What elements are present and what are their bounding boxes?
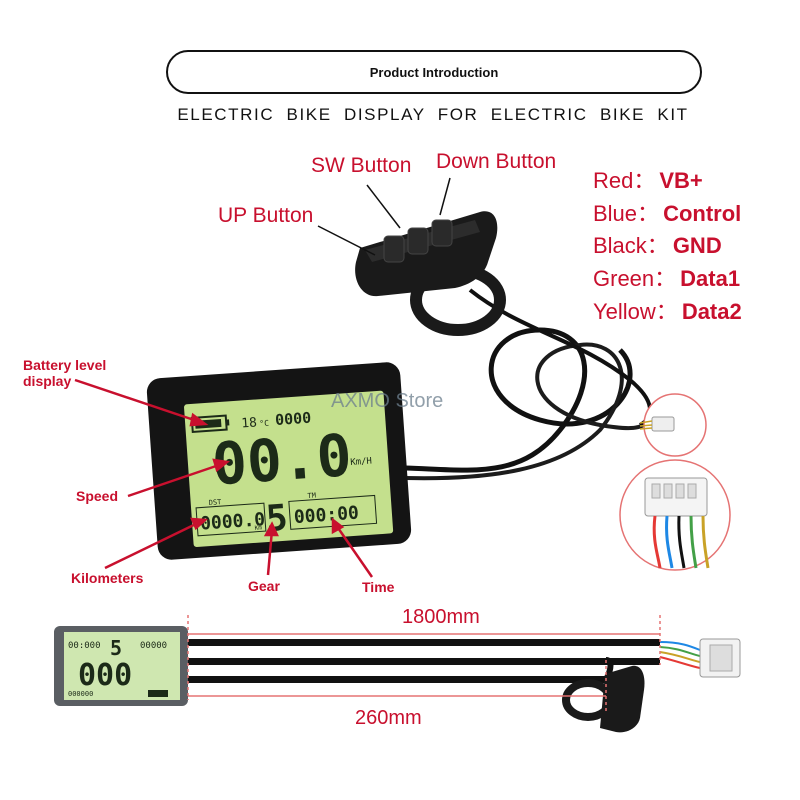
- svg-text:00000: 00000: [140, 641, 167, 651]
- connector-pins: [651, 483, 697, 499]
- wire-black: Black：GND: [593, 233, 722, 258]
- bottom-button-pad: [600, 665, 645, 733]
- connector-colored-wires: [652, 515, 710, 569]
- product-subtitle: ELECTRIC BIKE DISPLAY FOR ELECTRIC BIKE …: [177, 105, 689, 124]
- lcd-dst-label: DST: [208, 498, 222, 507]
- svg-text:000: 000: [78, 658, 132, 693]
- sw-button-label: SW Button: [311, 154, 412, 177]
- sw-pointer: [366, 184, 401, 229]
- up-pointer: [317, 225, 376, 256]
- lcd-speed: 00.0: [210, 421, 354, 499]
- wire-blue: Blue：Control: [593, 201, 742, 226]
- svg-text:5: 5: [110, 636, 122, 660]
- time-label: Time: [362, 579, 395, 595]
- battery-level-label: Battery level display: [23, 357, 107, 389]
- mini-display: 00:000 5 00000 000 000000: [54, 626, 188, 706]
- speed-label: Speed: [76, 488, 119, 504]
- down-button-key: [431, 219, 453, 247]
- down-button-label: Down Button: [436, 150, 557, 173]
- svg-text:000000: 000000: [68, 690, 93, 698]
- kilometers-label: Kilometers: [71, 570, 144, 586]
- wire-red: Red：VB+: [593, 168, 703, 193]
- wire-yellow: Yellow：Data2: [593, 299, 742, 324]
- lcd-top-counter: 0000: [275, 409, 312, 429]
- sw-button-key: [407, 227, 429, 255]
- wire-green: Green：Data1: [593, 266, 741, 291]
- handlebar-controller: [355, 211, 506, 336]
- callout-arrows: [74, 378, 374, 578]
- battery-tip: [225, 419, 230, 426]
- up-button-label: UP Button: [218, 204, 314, 227]
- store-watermark: AXMO Store: [331, 390, 444, 412]
- display-cable-2: [404, 342, 646, 481]
- main-display: [146, 362, 412, 560]
- product-introduction-banner: Product Introduction: [166, 50, 702, 94]
- down-pointer: [439, 177, 451, 216]
- svg-text:00:000: 00:000: [68, 641, 101, 651]
- dimension-guides: [187, 615, 661, 712]
- lcd-temperature: 18: [241, 415, 258, 431]
- lcd-distance-unit: Km: [254, 524, 262, 532]
- cable-run-bottom: [186, 638, 741, 733]
- connector-wires: [639, 420, 653, 430]
- cable-length-label: 1800mm: [402, 606, 480, 628]
- handle-length-label: 260mm: [355, 707, 422, 729]
- lcd-temp-unit: °C: [259, 419, 269, 429]
- gear-label: Gear: [248, 578, 280, 594]
- banner-title: Product Introduction: [369, 64, 499, 80]
- lcd-speed-unit: Km/H: [350, 457, 372, 468]
- lcd-tm-label: TM: [307, 492, 316, 501]
- lcd-distance: 0000.0: [199, 509, 265, 534]
- connector-plug-icon: [651, 416, 675, 432]
- lcd-time: 000:00: [293, 503, 359, 528]
- lcd-content: 18 °C 0000 00.0 Km/H DST 0000.0 Km 5 TM …: [190, 409, 378, 540]
- up-button-key: [383, 235, 405, 263]
